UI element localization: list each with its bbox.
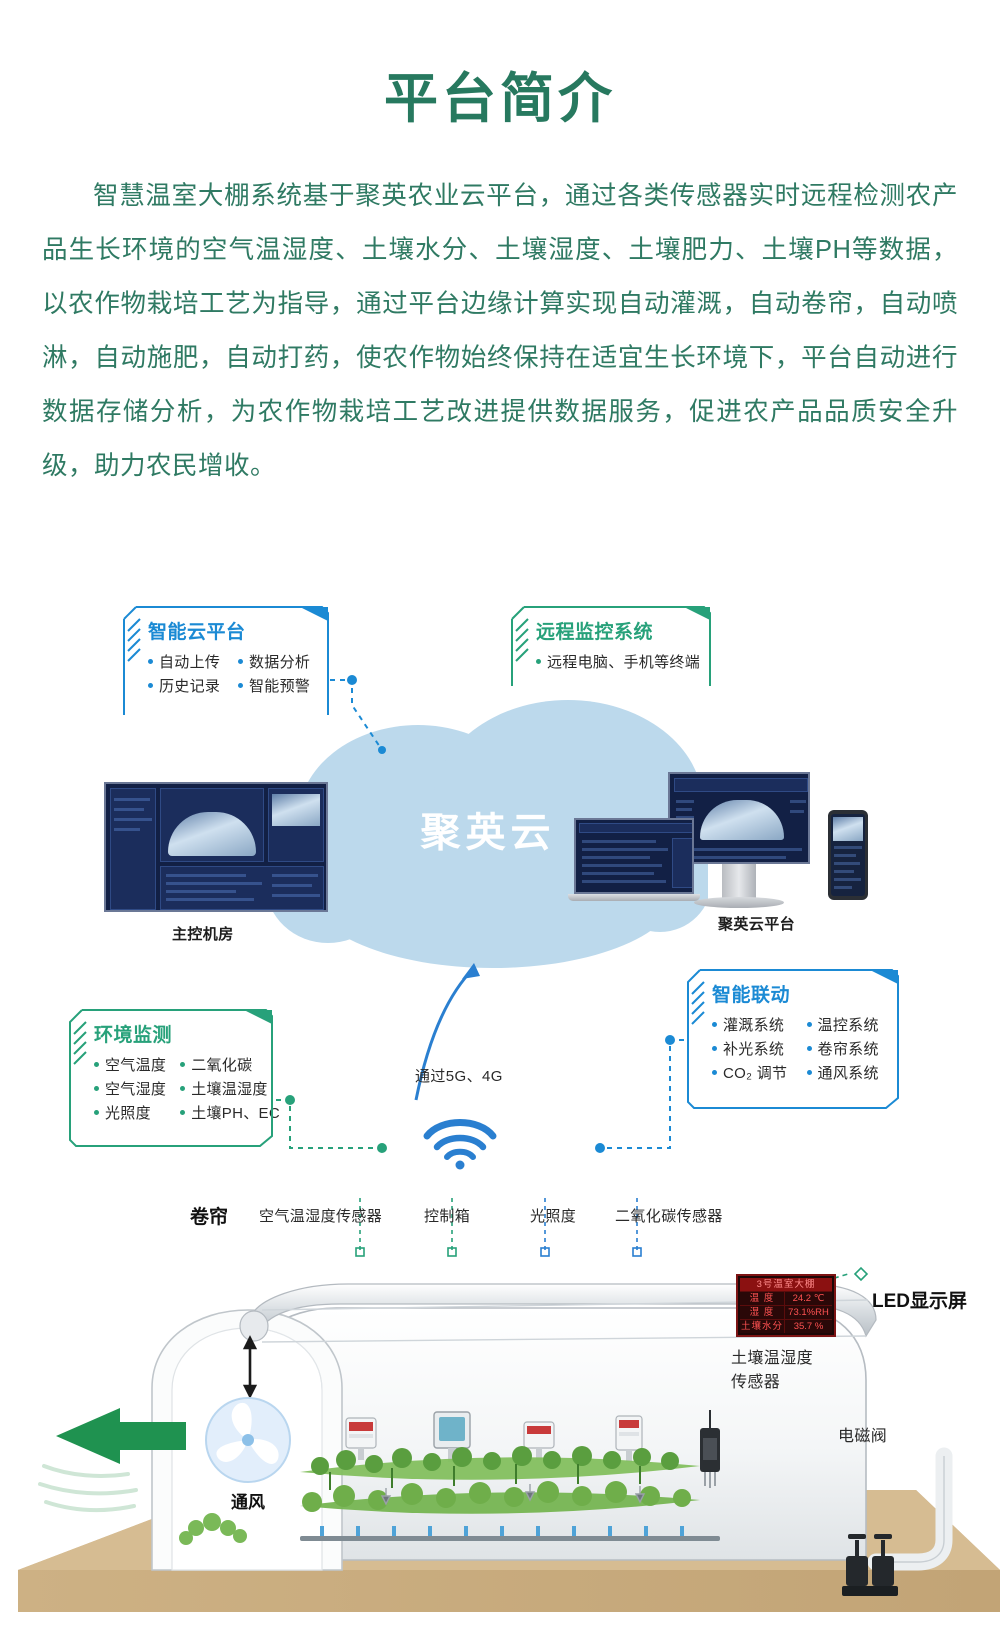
wifi-icon — [423, 1119, 497, 1170]
air-temp-humidity-sensor-device — [345, 1417, 377, 1460]
screen-panel — [110, 788, 156, 910]
smartphone — [828, 810, 868, 900]
soil-temp-humidity-sensor-device — [700, 1410, 720, 1488]
connector-lines — [276, 675, 869, 1291]
led-display-panel: 3号温室大棚 温 度 24.2 ℃ 湿 度 73.1%RH 土壤水分 35.7 … — [736, 1274, 836, 1337]
led-display-row: 土壤水分 35.7 % — [740, 1319, 832, 1333]
monitor-stand — [722, 864, 756, 900]
label-illuminance: 光照度 — [530, 1208, 577, 1225]
label-soil-sensor-line1: 土壤温湿度 — [731, 1350, 814, 1367]
cloud-brand-text: 聚英云 — [420, 811, 556, 855]
label-control-box: 控制箱 — [424, 1208, 471, 1225]
intro-paragraph: 智慧温室大棚系统基于聚英农业云平台，通过各类传感器实时远程检测农产品生长环境的空… — [42, 182, 958, 480]
greenhouse-render-thumb — [700, 800, 784, 840]
irrigation-pipe — [300, 1526, 720, 1541]
phone-screen — [831, 814, 865, 896]
desktop-monitor — [668, 772, 810, 864]
led-display-row: 温 度 24.2 ℃ — [740, 1291, 832, 1305]
led-row-value: 35.7 % — [784, 1320, 832, 1333]
led-row-key: 温 度 — [740, 1292, 784, 1305]
monitor-screen — [668, 772, 810, 864]
label-led-display: LED显示屏 — [872, 1291, 968, 1312]
led-row-value: 24.2 ℃ — [784, 1292, 832, 1305]
label-control-room: 主控机房 — [172, 926, 234, 943]
illuminance-sensor-device — [523, 1421, 555, 1460]
control-box-device — [433, 1411, 471, 1462]
led-display-row: 湿 度 73.1%RH — [740, 1305, 832, 1319]
screen-panel — [672, 838, 692, 888]
label-ventilation-text: 通风 — [231, 1493, 265, 1512]
screen-panel — [579, 823, 692, 833]
roller-blind-roll — [239, 1310, 269, 1342]
led-row-key: 土壤水分 — [740, 1320, 784, 1333]
crop-rows — [300, 1446, 700, 1514]
greenhouse-illustration: 通风 — [18, 1283, 1000, 1612]
label-roller-blind: 卷帘 — [190, 1207, 229, 1228]
control-room-screens — [104, 782, 328, 912]
water-pipe — [867, 1447, 953, 1571]
monitor-base — [694, 897, 784, 908]
system-architecture-diagram: 聚英云 智能云平台 自动上传 数据分析 历史记录 智能预警 — [0, 560, 1000, 1629]
greenhouse-photo-thumb — [833, 817, 863, 841]
solenoid-valve-device — [842, 1534, 898, 1596]
roller-blind-bar — [249, 1283, 877, 1338]
label-co2-sensor: 二氧化碳传感器 — [615, 1208, 723, 1225]
label-network: 通过5G、4G — [415, 1068, 503, 1085]
label-solenoid-valve: 电磁阀 — [838, 1428, 888, 1445]
screen-panel — [674, 778, 808, 792]
card-smart-linkage[interactable]: 智能联动 灌溉系统 温控系统 补光系统 卷帘系统 CO₂ 调节 通风系统 — [686, 968, 900, 1110]
led-row-value: 73.1%RH — [784, 1306, 832, 1319]
laptop-base — [568, 894, 700, 901]
page-title: 平台简介 — [384, 69, 616, 129]
greenhouse-photo-thumb — [272, 794, 320, 826]
label-air-temp-humidity-sensor: 空气温湿度传感器 — [259, 1208, 383, 1225]
card-env-monitor[interactable]: 环境监测 空气温度 二氧化碳 空气湿度 土壤温湿度 光照度 土壤PH、EC — [68, 1008, 280, 1148]
led-row-key: 湿 度 — [740, 1306, 784, 1319]
laptop-screen — [574, 818, 694, 894]
label-cloud-platform: 聚英云平台 — [718, 916, 796, 933]
led-display-title: 3号温室大棚 — [740, 1278, 832, 1291]
label-soil-sensor-line2: 传感器 — [731, 1374, 781, 1391]
co2-sensor-device — [615, 1415, 643, 1462]
card-remote-monitor[interactable]: 远程监控系统 远程电脑、手机等终端 — [510, 605, 712, 688]
airflow-arrow — [38, 1408, 186, 1513]
screen-panel — [160, 866, 324, 910]
laptop — [568, 818, 700, 904]
